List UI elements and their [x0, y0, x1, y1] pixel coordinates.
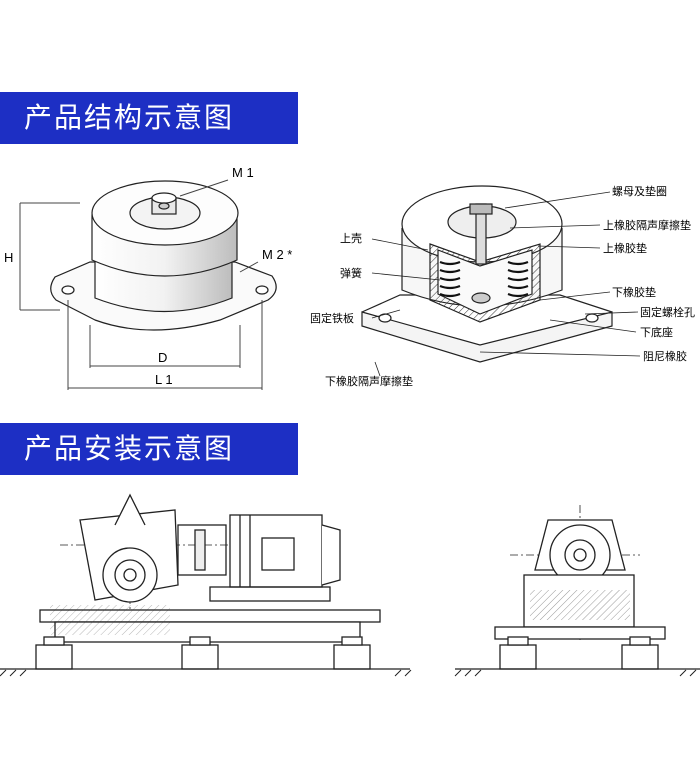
- label-bolt-hole: 固定螺栓孔: [640, 305, 695, 319]
- label-upper-shell: 上壳: [340, 231, 362, 245]
- label-upper-rubber: 上橡胶垫: [603, 241, 647, 255]
- installation-side-view: [0, 493, 410, 670]
- ground-hatch-left: [0, 669, 412, 677]
- installation-section-title: 产品安装示意图: [0, 423, 298, 475]
- label-lower-rubber: 下橡胶垫: [612, 285, 656, 299]
- label-fixed-plate: 固定铁板: [310, 311, 354, 325]
- dimension-lines: [19, 179, 263, 390]
- leader-lines: [371, 191, 641, 377]
- label-nut-washer: 螺母及垫圈: [612, 184, 667, 198]
- ground-hatch-right: [454, 669, 697, 677]
- l1-label: L 1: [155, 372, 173, 387]
- label-upper-pad: 上橡胶隔声摩擦垫: [603, 218, 691, 232]
- structure-section-title: 产品结构示意图: [0, 92, 298, 144]
- label-spring: 弹簧: [340, 266, 362, 280]
- m2-label: M 2 *: [262, 247, 292, 262]
- label-base: 下底座: [640, 325, 673, 339]
- isolator-external-view: [50, 180, 277, 331]
- d-label: D: [158, 350, 167, 365]
- isolator-cutaway-view: [361, 185, 613, 363]
- label-damping-rubber: 阻尼橡胶: [643, 349, 687, 363]
- label-lower-pad: 下橡胶隔声摩擦垫: [325, 374, 413, 388]
- m1-label: M 1: [232, 165, 254, 180]
- installation-front-view: [455, 505, 700, 670]
- h-label: H: [4, 250, 13, 265]
